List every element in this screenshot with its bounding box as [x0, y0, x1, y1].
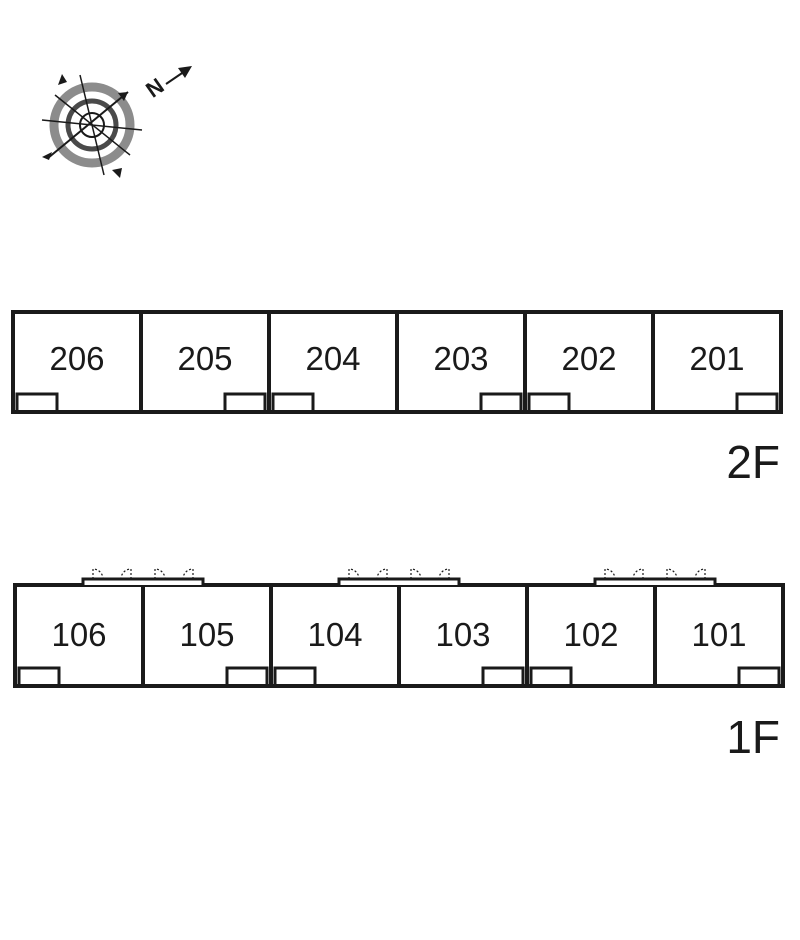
- door-swing-mark: [666, 568, 678, 580]
- door-swing-mark: [120, 568, 132, 580]
- entry-recess: [81, 577, 205, 585]
- door-swing-mark: [92, 568, 104, 580]
- unit-105: 105: [81, 568, 269, 688]
- floor-2-label: 2F: [726, 436, 780, 488]
- floor-1-plan: 106 105 104 103 102 101 1F: [13, 568, 785, 763]
- compass-north-letter: N: [141, 73, 168, 103]
- unit-104: 104: [269, 585, 363, 688]
- unit-205: 205: [139, 312, 267, 414]
- unit-number: 202: [561, 340, 616, 377]
- unit-204: 204: [267, 312, 361, 414]
- unit-storage-box: [527, 392, 571, 414]
- unit-storage-box: [481, 666, 525, 688]
- door-swing-mark: [154, 568, 166, 580]
- unit-number: 105: [179, 616, 234, 653]
- unit-storage-box: [17, 666, 61, 688]
- unit-103: 103: [337, 568, 525, 688]
- entry-recess: [593, 577, 717, 585]
- floor-2-units: 206 205 204 203 202 201: [11, 310, 783, 414]
- unit-storage-box: [529, 666, 573, 688]
- unit-201: 201: [651, 312, 779, 414]
- unit-storage-box: [223, 392, 267, 414]
- floor-1-units: 106 105 104 103 102 101: [13, 568, 785, 688]
- unit-number: 104: [307, 616, 362, 653]
- door-swing-mark: [182, 568, 194, 580]
- unit-number: 106: [51, 616, 106, 653]
- door-swing-mark: [410, 568, 422, 580]
- door-swing-mark: [438, 568, 450, 580]
- floor-1-label: 1F: [726, 711, 780, 763]
- unit-number: 201: [689, 340, 744, 377]
- unit-206: 206: [15, 340, 105, 414]
- unit-storage-box: [273, 666, 317, 688]
- unit-number: 203: [433, 340, 488, 377]
- door-swing-mark: [348, 568, 360, 580]
- north-compass-icon: N: [41, 66, 192, 178]
- unit-number: 206: [49, 340, 104, 377]
- unit-storage-box: [737, 666, 781, 688]
- unit-storage-box: [479, 392, 523, 414]
- unit-202: 202: [523, 312, 617, 414]
- unit-storage-box: [225, 666, 269, 688]
- unit-storage-box: [735, 392, 779, 414]
- unit-number: 101: [691, 616, 746, 653]
- unit-storage-box: [15, 392, 59, 414]
- unit-storage-box: [271, 392, 315, 414]
- unit-number: 102: [563, 616, 618, 653]
- door-swing-mark: [694, 568, 706, 580]
- unit-101: 101: [593, 568, 781, 688]
- door-swing-mark: [632, 568, 644, 580]
- door-swing-mark: [604, 568, 616, 580]
- floor-2-plan: 206 205 204 203 202 201 2F: [11, 310, 783, 488]
- unit-number: 204: [305, 340, 360, 377]
- unit-203: 203: [395, 312, 523, 414]
- door-swing-mark: [376, 568, 388, 580]
- unit-number: 205: [177, 340, 232, 377]
- unit-102: 102: [525, 585, 619, 688]
- entry-recess: [337, 577, 461, 585]
- unit-106: 106: [17, 616, 107, 688]
- unit-number: 103: [435, 616, 490, 653]
